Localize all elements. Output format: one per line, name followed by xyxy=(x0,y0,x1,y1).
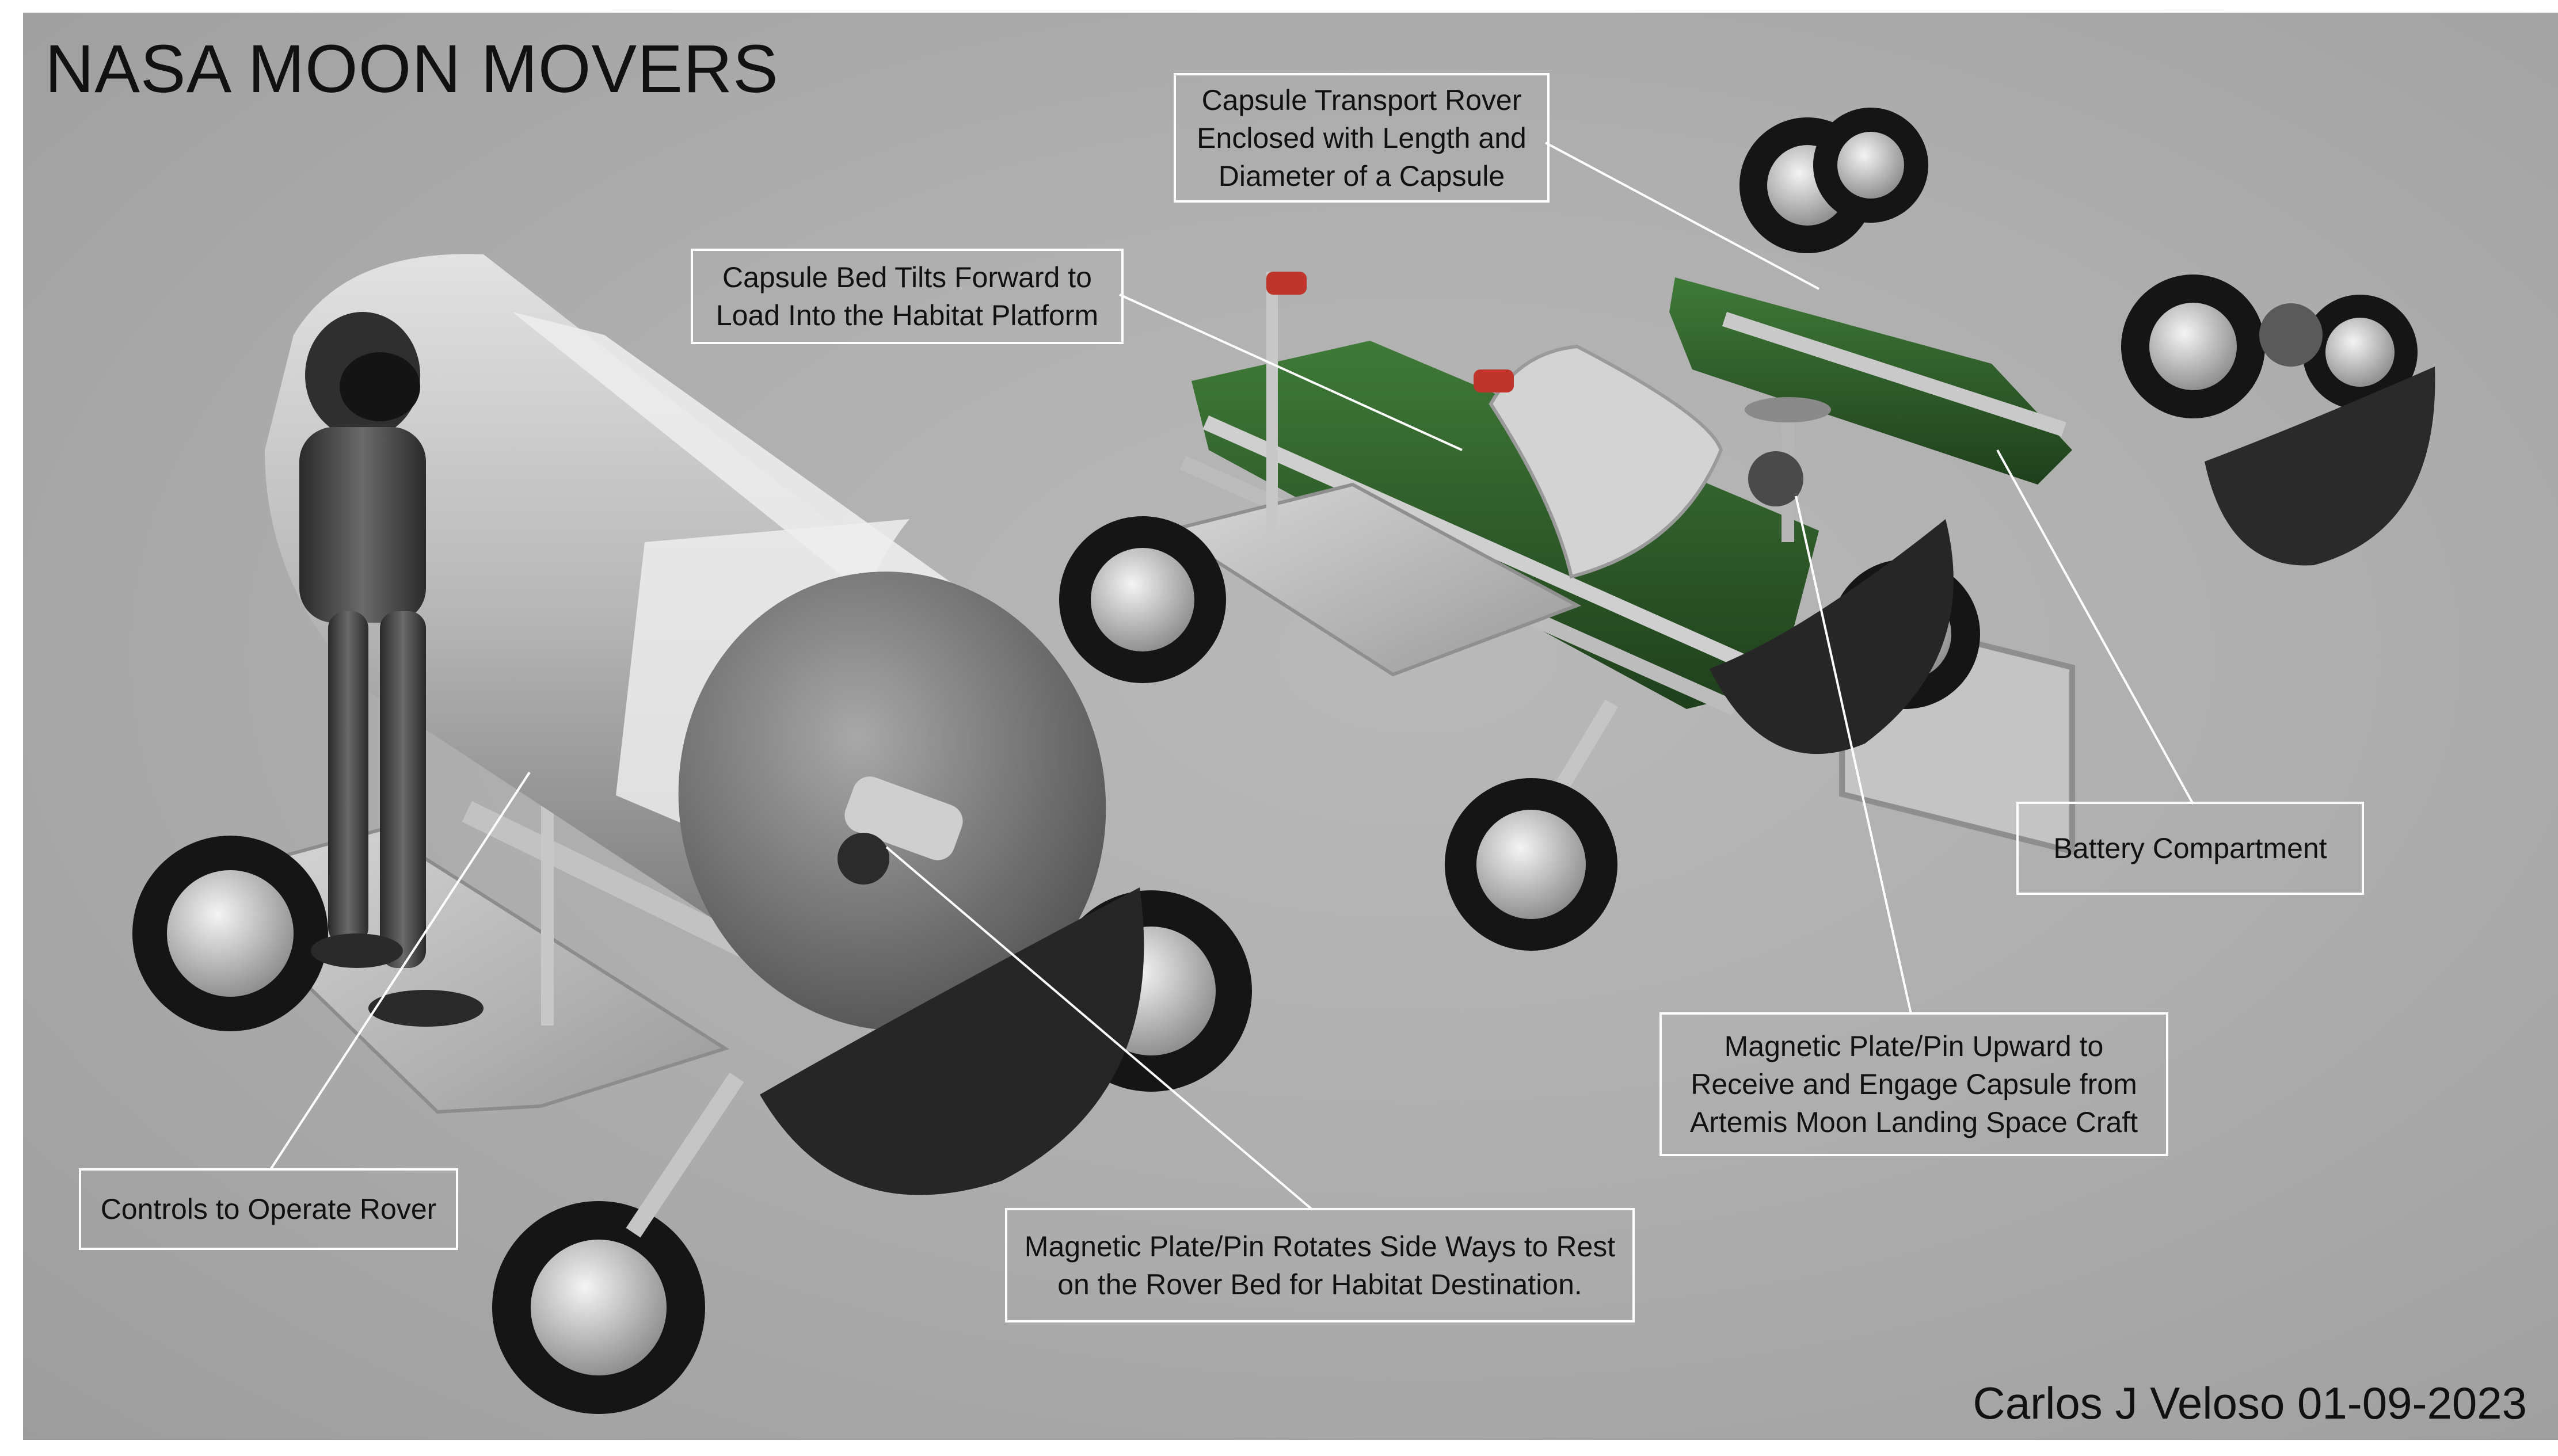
middle-rover-control-post xyxy=(1266,272,1278,542)
rear-rover-wheel xyxy=(1813,108,1928,223)
middle-rover-chassis xyxy=(1192,341,1819,709)
leader-magnetic-upward xyxy=(1795,496,1912,1015)
capsule-transport-rover xyxy=(1669,108,2435,855)
rear-rover-wheel xyxy=(2302,295,2418,410)
middle-rover-rail xyxy=(1202,415,1761,675)
capsule-bed-rover xyxy=(1059,272,1980,951)
leader-battery xyxy=(1996,449,2194,805)
front-rover-wheel xyxy=(492,1201,705,1414)
callout-magnetic-plate-upward: Magnetic Plate/Pin Upward to Receive and… xyxy=(1659,1012,2168,1156)
callout-capsule-bed: Capsule Bed Tilts Forward to Load Into t… xyxy=(691,249,1124,344)
rear-rover-wheel xyxy=(2121,275,2265,418)
poster: NASA MOON MOVERS Capsule Transport Rover… xyxy=(23,13,2558,1440)
front-rover-control-post xyxy=(541,761,554,1026)
astronaut-figure xyxy=(299,312,484,1027)
rover-illustration xyxy=(132,108,2435,1414)
callout-magnetic-plate-rotates: Magnetic Plate/Pin Rotates Side Ways to … xyxy=(1005,1208,1635,1322)
callout-capsule-transport-rover: Capsule Transport Rover Enclosed with Le… xyxy=(1174,73,1550,203)
middle-rover-wheel xyxy=(1059,516,1226,683)
leader-controls xyxy=(269,771,531,1171)
poster-title: NASA MOON MOVERS xyxy=(45,31,779,107)
leader-lines xyxy=(269,142,2194,1211)
middle-rover-magnetic-hub xyxy=(1748,451,1803,506)
middle-rover-magnetic-plate xyxy=(1745,397,1831,422)
leader-capsule-transport xyxy=(1545,142,1819,290)
front-rover-wheel xyxy=(132,836,328,1031)
front-rover-suspension-arm xyxy=(626,1072,744,1238)
middle-rover-capsule-bed xyxy=(1489,344,1723,579)
middle-rover-control-handle xyxy=(1474,369,1514,392)
callout-battery-compartment: Battery Compartment xyxy=(2016,802,2364,895)
author-credit: Carlos J Veloso 01-09-2023 xyxy=(1973,1378,2527,1428)
rear-rover-battery-shield xyxy=(2205,367,2435,566)
middle-rover-wheel xyxy=(1445,778,1617,951)
rear-rover-axle-bar xyxy=(1722,311,2066,437)
capsule-magnetic-pin xyxy=(838,776,963,885)
rear-rover-hub-motor xyxy=(2259,303,2323,367)
leader-magnetic-rotates xyxy=(885,846,1314,1211)
middle-rover-shield xyxy=(1710,519,1954,754)
callout-controls: Controls to Operate Rover xyxy=(79,1168,458,1250)
leader-capsule-bed xyxy=(1119,294,1463,451)
front-rover-shield xyxy=(760,887,1144,1195)
middle-rover-control-handle xyxy=(1266,272,1307,295)
front-rover xyxy=(132,254,1252,1414)
rear-rover-chassis xyxy=(1669,277,2072,485)
